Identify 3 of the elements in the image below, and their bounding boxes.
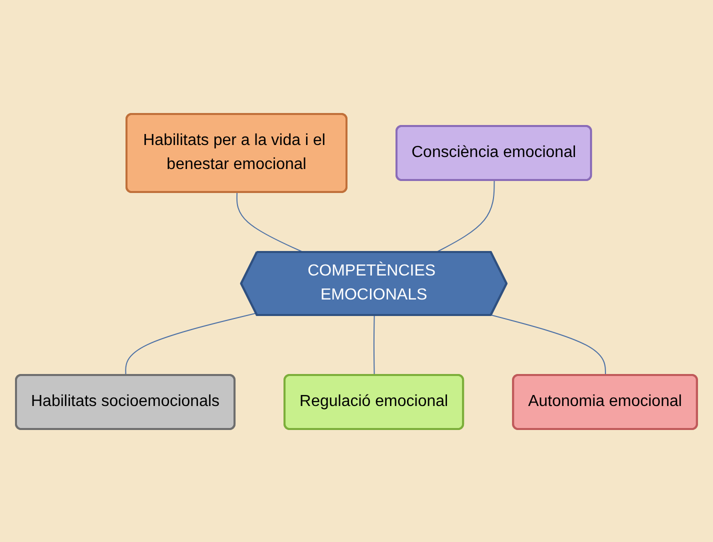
- connector: [374, 314, 375, 376]
- connector: [125, 312, 257, 376]
- connector: [490, 314, 606, 376]
